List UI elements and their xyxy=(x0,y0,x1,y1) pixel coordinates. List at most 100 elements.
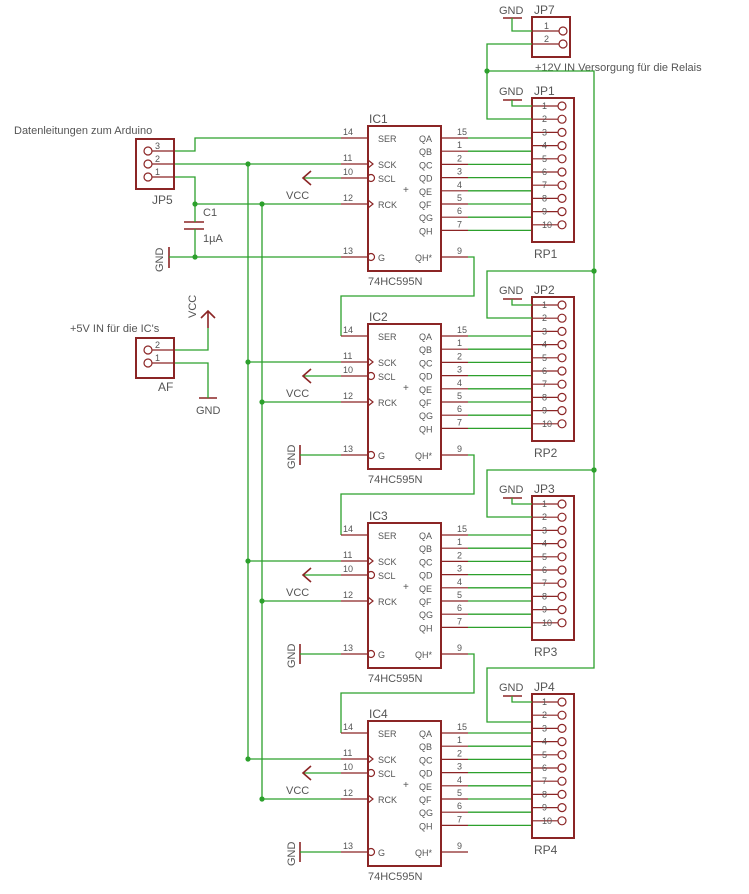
ic-plus: + xyxy=(403,780,409,791)
relay-supply-jp7: 1 2 JP7 GND +12V IN Versorgung für die R… xyxy=(499,3,702,74)
rp-name: RP1 xyxy=(534,247,558,261)
ic-pin-number: 5 xyxy=(457,590,462,600)
ic-name: IC2 xyxy=(369,310,388,324)
jp5-label: JP5 xyxy=(152,193,173,207)
jp-pin-number: 3 xyxy=(542,525,547,535)
jp-pin-number: 10 xyxy=(542,220,552,230)
gnd-label: GND xyxy=(499,682,524,694)
jp-pin-number: 10 xyxy=(542,816,552,826)
ic-pin-name: QH xyxy=(419,226,433,236)
ic-pin-name: QF xyxy=(419,398,432,408)
gnd-label: GND xyxy=(286,644,298,669)
gnd-label: GND xyxy=(499,86,524,98)
ic-pin-number: 5 xyxy=(457,788,462,798)
jp-pin-number: 7 xyxy=(542,776,547,786)
jp-pin-number: 3 xyxy=(542,723,547,733)
power-connector-af: +5V IN für die IC's 2 1 AF VCC GND xyxy=(70,295,221,417)
ic-pin-name: SCK xyxy=(378,358,397,368)
relay-connectors: JP1RP1GND12345678910JP2RP2GND12345678910… xyxy=(486,71,597,857)
gnd-label: GND xyxy=(286,445,298,470)
jp-pin-number: 4 xyxy=(542,340,547,350)
jp-pin-number: 6 xyxy=(542,565,547,575)
ic-pin-name: SCK xyxy=(378,755,397,765)
jp-pin-number: 9 xyxy=(542,605,547,615)
ic-plus: + xyxy=(403,582,409,593)
ic-pin-name: SCK xyxy=(378,557,397,567)
inverted-pin-marker xyxy=(366,371,376,381)
gnd-label: GND xyxy=(286,842,298,867)
ic-pin-name: QH* xyxy=(415,451,433,461)
ic-pin-name: QB xyxy=(419,147,432,157)
jp-pin-number: 9 xyxy=(542,207,547,217)
gnd-label-c1: GND xyxy=(154,248,166,273)
ic-supply-label: +5V IN für die IC's xyxy=(70,323,160,335)
ic-pin-number: 15 xyxy=(457,524,467,534)
rp-name: RP2 xyxy=(534,446,558,460)
jp-pin-number: 3 xyxy=(542,127,547,137)
ic-part: 74HC595N xyxy=(368,474,422,486)
jp-name: JP2 xyxy=(534,283,555,297)
ic-name: IC1 xyxy=(369,112,388,126)
ic-pin-number: 2 xyxy=(457,550,462,560)
ic-pin-name: QC xyxy=(419,755,433,765)
jp-pin-number: 8 xyxy=(542,193,547,203)
ic-pin-number: 7 xyxy=(457,616,462,626)
ic-part: 74HC595N xyxy=(368,871,422,883)
ic-pin-number: 6 xyxy=(457,801,462,811)
ic-pin-number: 12 xyxy=(343,391,353,401)
jp-pin-number: 6 xyxy=(542,763,547,773)
ic-pin-name: SER xyxy=(378,729,397,739)
ic-pin-name: SCL xyxy=(378,372,396,382)
arduino-lines-label: Datenleitungen zum Arduino xyxy=(14,125,152,137)
ic-pin-name: QD xyxy=(419,372,433,382)
ic-pin-number: 6 xyxy=(457,206,462,216)
af-label: AF xyxy=(158,380,173,394)
jp-pin-number: 4 xyxy=(542,737,547,747)
ic-part: 74HC595N xyxy=(368,276,422,288)
jp-pin-number: 7 xyxy=(542,379,547,389)
inverted-pin-marker xyxy=(366,252,376,262)
shift-register-4: IC474HC595N+14SER11SCK10SCL12RCK13G15QA1… xyxy=(245,707,532,883)
inverted-pin-marker xyxy=(366,768,376,778)
jp-name: JP3 xyxy=(534,482,555,496)
ic-pin-number: 4 xyxy=(457,378,462,388)
ic-pin-number: 13 xyxy=(343,444,353,454)
ic-pin-name: QC xyxy=(419,160,433,170)
jp-pin-number: 8 xyxy=(542,392,547,402)
jp-pin-number: 1 xyxy=(542,697,547,707)
vcc-label: VCC xyxy=(286,587,309,599)
ic-pin-number: 5 xyxy=(457,391,462,401)
ic-pin-number: 3 xyxy=(457,762,462,772)
jp-pin-number: 5 xyxy=(542,353,547,363)
jp-pin-number: 2 xyxy=(542,512,547,522)
jp-name: JP4 xyxy=(534,680,555,694)
wires-static xyxy=(169,18,595,800)
ic-pin-name: RCK xyxy=(378,795,397,805)
vcc-label: VCC xyxy=(286,785,309,797)
jp-pin-number: 9 xyxy=(542,803,547,813)
jp-pin-number: 10 xyxy=(542,419,552,429)
inverted-pin-marker xyxy=(366,570,376,580)
ic-pin-number: 12 xyxy=(343,193,353,203)
shift-register-3: IC374HC595N+14SER11SCK10SCL12RCK13G15QA1… xyxy=(245,509,532,733)
ic-pin-number: 15 xyxy=(457,722,467,732)
ic-pin-number: 15 xyxy=(457,127,467,137)
clock-pin-marker xyxy=(367,794,374,804)
ic-pin-name: QH xyxy=(419,424,433,434)
ic-pin-number: 10 xyxy=(343,167,353,177)
gnd-label-af: GND xyxy=(196,405,221,417)
inverted-pin-marker xyxy=(366,847,376,857)
ic-pin-number: 4 xyxy=(457,775,462,785)
ic-pin-number: 10 xyxy=(343,762,353,772)
ic-pin-number: 9 xyxy=(457,643,462,653)
jp-pin-number: 6 xyxy=(542,167,547,177)
ic-pin-number: 15 xyxy=(457,325,467,335)
ic-pin-number: 11 xyxy=(343,550,352,560)
ic-pin-name: RCK xyxy=(378,398,397,408)
jp7-body xyxy=(531,16,571,58)
ic-pin-name: SER xyxy=(378,531,397,541)
ic-pin-name: QH xyxy=(419,623,433,633)
